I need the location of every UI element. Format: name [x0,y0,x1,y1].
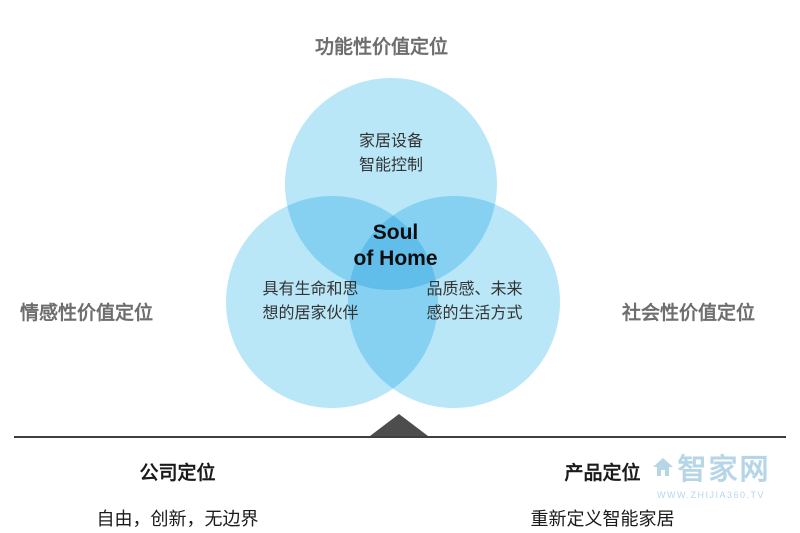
company-positioning-desc: 自由，创新，无边界 [96,509,259,529]
axis-label-functional: 功能性价值定位 [315,37,449,58]
circle-text-emotional: 具有生命和思 想的居家伙伴 [262,281,359,322]
product-positioning-block: 产品定位 重新定义智能家居 [480,458,725,531]
company-positioning-title: 公司定位 [139,463,216,484]
axis-label-social: 社会性价值定位 [622,303,756,324]
company-positioning-block: 公司定位 自由，创新，无边界 [55,458,300,531]
product-positioning-title: 产品定位 [564,463,641,484]
axis-label-emotional: 情感性价值定位 [20,303,154,324]
product-positioning-desc: 重新定义智能家居 [530,509,675,529]
venn-center-title: Soul of Home [353,221,438,271]
triangle-up-icon [370,414,428,436]
circle-text-social: 品质感、未来 感的生活方式 [426,281,523,322]
baseline-divider [14,436,786,438]
circle-text-functional: 家居设备 智能控制 [358,133,423,174]
venn-circle-social [348,196,560,408]
